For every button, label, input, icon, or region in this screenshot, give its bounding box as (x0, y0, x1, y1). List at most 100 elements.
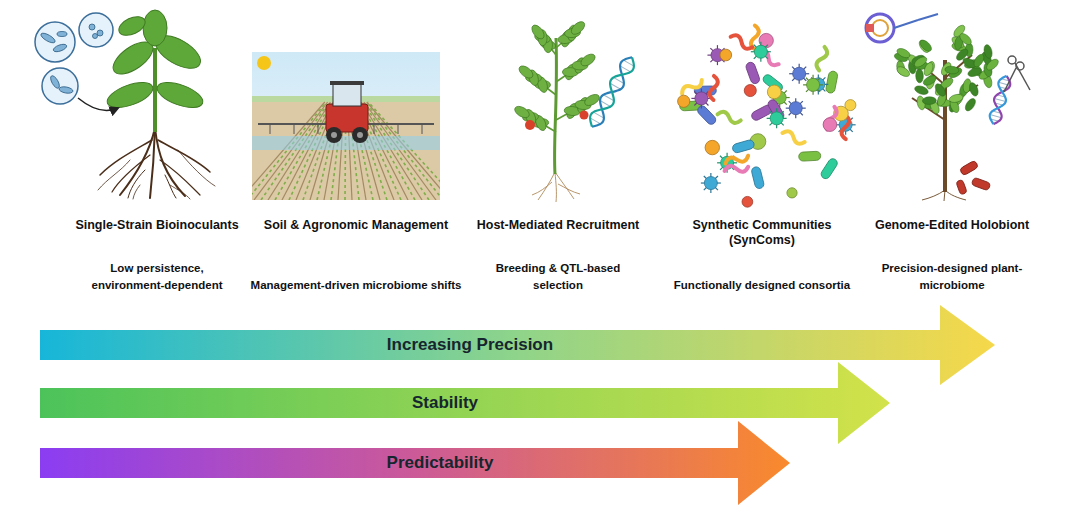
microbe-community-illustration-part (744, 85, 756, 97)
column-subtitle: Precision-designed plant-microbiome (861, 260, 1043, 294)
microbe-community-illustration-part (823, 118, 837, 132)
microbe-community-illustration-part (696, 104, 718, 126)
column-title: Genome-Edited Holobiont (857, 218, 1047, 233)
tomato-plant-illustration (513, 19, 638, 202)
genome-edited-tree-illustration (866, 14, 1030, 201)
microbe-community-illustration-part (799, 151, 821, 161)
tomato-plant-illustration-part (586, 54, 638, 130)
genome-edited-tree-illustration-part (872, 20, 888, 36)
seedling-illustration-part (154, 77, 206, 112)
microbe-community-illustration-part (732, 139, 756, 154)
genome-edited-tree-illustration-part (956, 160, 991, 195)
field-illustration-part (331, 132, 337, 138)
tomato-plant-illustration-part (586, 54, 638, 130)
seedling-illustration-part (120, 128, 155, 195)
field-illustration-part (365, 102, 440, 200)
field-illustration-part (333, 84, 361, 106)
tomato-plant-illustration-part (532, 182, 552, 195)
field-illustration-part (252, 52, 440, 200)
field-illustration-part (361, 102, 422, 200)
microbe-community-illustration-part (767, 85, 781, 99)
genome-edited-tree-illustration-part (915, 69, 923, 83)
microbe-community-illustration-part (819, 157, 839, 180)
genome-edited-tree-illustration-part (971, 177, 991, 191)
field-illustration-part (252, 102, 440, 200)
gradient-arrow-band: Predictability (40, 421, 790, 505)
microbe-community-illustration-part (709, 76, 717, 100)
tomato-plant-illustration-part (517, 64, 535, 81)
column-title: Single-Strain Bioinoculants (69, 218, 245, 233)
microbe-community-illustration-part (770, 112, 783, 125)
genome-edited-tree-illustration-part (958, 32, 973, 47)
microbe-community-illustration (678, 26, 856, 208)
field-illustration-part (318, 124, 319, 134)
genome-edited-tree-illustration-part (1004, 68, 1016, 92)
column-subtitle: Low persistence, environment-dependent (75, 260, 240, 294)
column-title: Host-Mediated Recruitment (468, 218, 648, 233)
microbe-community-illustration-part (815, 46, 828, 71)
genome-edited-tree-illustration-part (963, 97, 977, 113)
seedling-illustration-part (116, 13, 148, 39)
genome-edited-tree-illustration-part (866, 14, 938, 42)
field-illustration-part (422, 124, 423, 134)
microbe-community-illustration-part (705, 140, 719, 154)
tomato-plant-illustration-part (586, 54, 638, 130)
tomato-plant-illustration-part (579, 52, 597, 68)
microbe-community-illustration-part (729, 33, 754, 51)
field-illustration-part (357, 132, 363, 138)
genome-edited-tree-illustration-part (896, 47, 912, 60)
seedling-illustration-part (49, 74, 61, 89)
microbe-community-illustration-part (825, 70, 838, 93)
column-title: Synthetic Communities (SynComs) (682, 218, 842, 248)
seedling-illustration-part (40, 24, 103, 94)
seedling-illustration-part (35, 22, 75, 62)
seedling-illustration-part (35, 13, 113, 104)
genome-edited-tree-illustration-part (948, 93, 963, 104)
microbe-community-illustration-part (787, 188, 797, 198)
column-subtitle: Functionally designed consortia (653, 277, 871, 294)
microbe-community-illustration-part (781, 129, 806, 145)
genome-edited-tree-illustration-part (866, 24, 874, 32)
genome-edited-tree-illustration-part (895, 65, 911, 79)
microbe-community-illustration-part (678, 95, 690, 107)
field-illustration-part (352, 127, 368, 143)
seedling-illustration-part (158, 140, 210, 172)
tomato-plant-illustration-part (513, 19, 601, 132)
seedling-illustration-part (150, 128, 155, 198)
genome-edited-tree-illustration-part (994, 98, 1006, 101)
seedling-illustration-part (78, 98, 118, 110)
genome-edited-tree-illustration-part (933, 82, 947, 98)
genome-edited-tree-illustration-part (972, 53, 986, 69)
field-illustration-part (363, 102, 429, 200)
field-illustration-part (368, 102, 440, 200)
field-illustration (252, 52, 440, 200)
seedling-illustration-part (143, 10, 167, 46)
seedling-illustration-part (153, 48, 157, 132)
column-subtitle: Breeding & QTL-based selection (483, 260, 633, 294)
field-illustration-part (374, 124, 375, 134)
tomato-plant-illustration-part (558, 184, 580, 194)
genome-edited-tree-illustration-part (922, 61, 934, 77)
tomato-plant-illustration-part (525, 120, 535, 130)
arrow-polygon (40, 421, 790, 505)
microbe-community-illustration-part (754, 45, 767, 58)
arrow-label: Stability (412, 393, 478, 413)
genome-edited-tree-illustration-part (983, 44, 994, 59)
field-illustration-part (398, 124, 399, 134)
field-illustration-part (275, 102, 332, 200)
tomato-plant-illustration-part (513, 104, 531, 120)
seedling-illustration-part (52, 43, 67, 53)
genome-edited-tree-illustration-part (893, 23, 1000, 115)
field-illustration-part (261, 102, 329, 200)
seedling-illustration-part (57, 32, 67, 37)
tomato-plant-illustration-part (583, 92, 601, 108)
genome-edited-tree-illustration-part (922, 190, 945, 200)
tomato-plant-illustration-part (555, 172, 574, 199)
tomato-plant-illustration-part (530, 23, 547, 41)
seedling-illustration-part (100, 140, 152, 175)
genome-edited-tree-illustration-part (968, 81, 980, 97)
microbe-community-illustration-part (695, 92, 708, 105)
seedling-illustration-part (42, 68, 78, 104)
